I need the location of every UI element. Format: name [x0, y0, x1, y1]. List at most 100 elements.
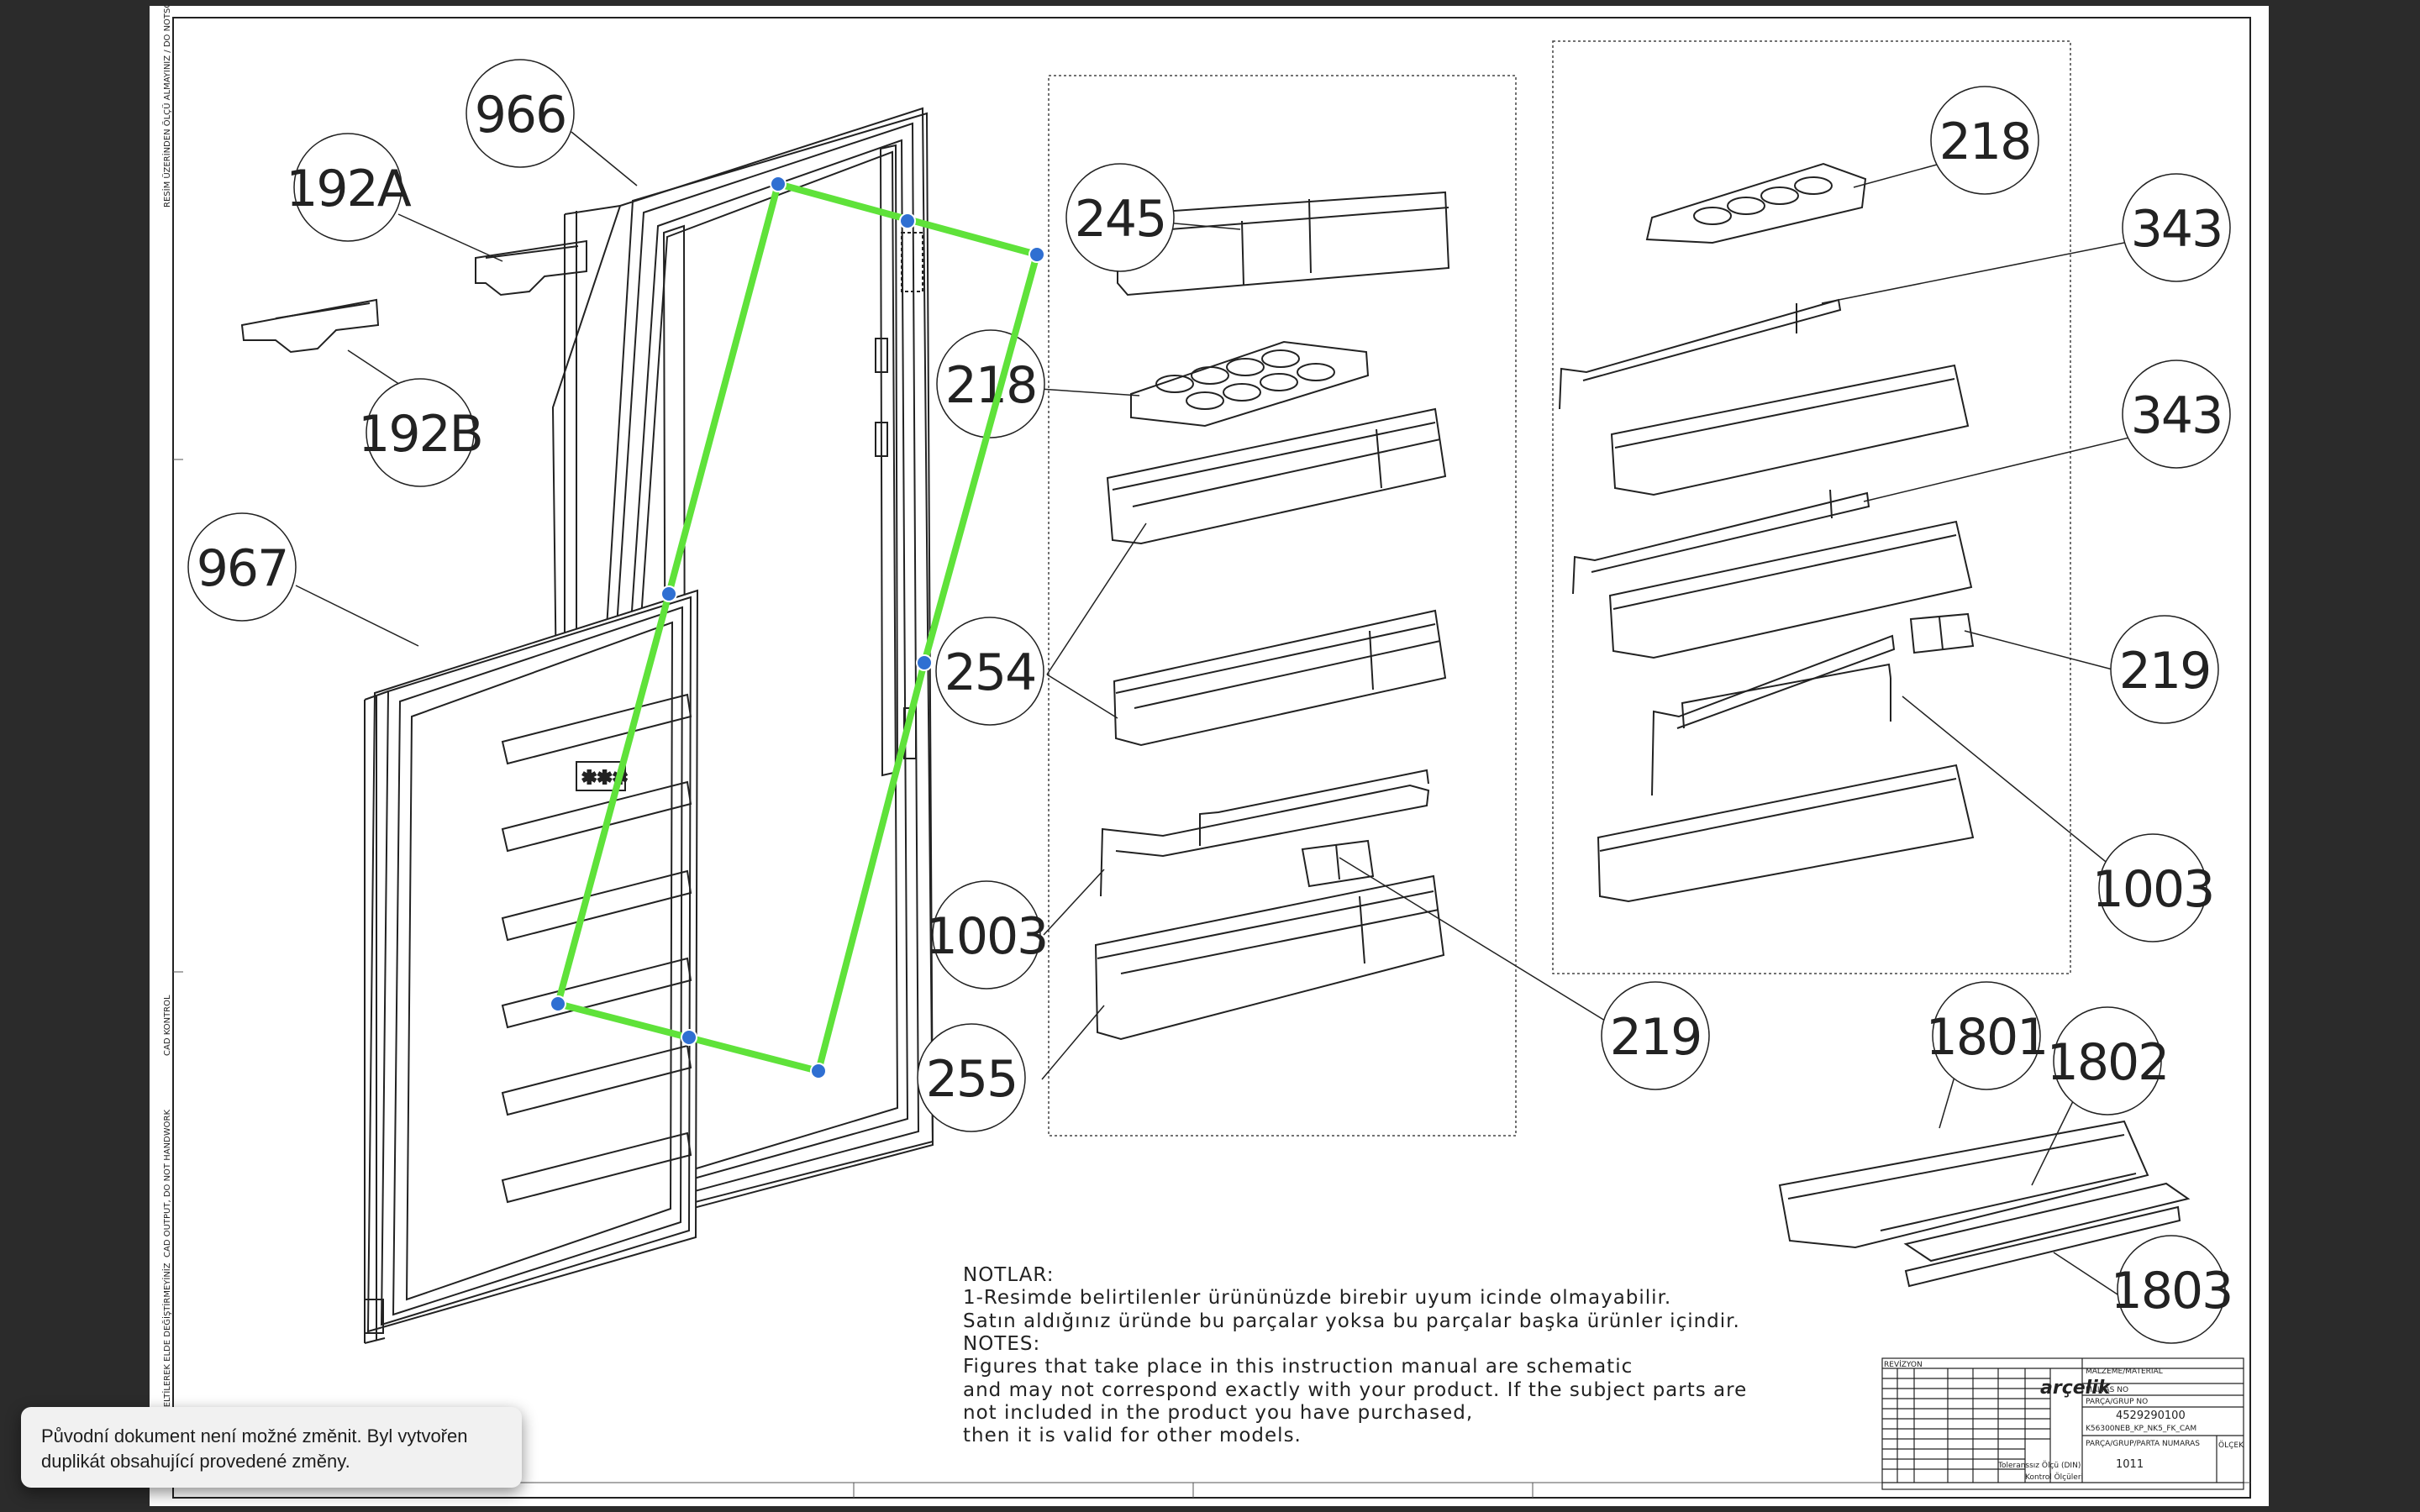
svg-text:245: 245: [1075, 190, 1166, 249]
svg-text:966: 966: [475, 86, 566, 144]
door-shelf-group-right: [1552, 40, 2071, 974]
callout-219-left: 219: [1601, 981, 1710, 1090]
callout-218-left: 218: [936, 329, 1045, 438]
callout-219-right: 219: [2110, 615, 2219, 724]
notes-block: NOTLAR: 1-Resimde belirtilenler ürününüz…: [963, 1264, 1747, 1446]
callout-218-right: 218: [1930, 86, 2039, 195]
rail-343-upper-part: [1559, 298, 1842, 410]
selection-handle[interactable]: [681, 1029, 697, 1046]
callout-1803: 1803: [2111, 1235, 2233, 1344]
toast-line-2: duplikát obsahující provedené změny.: [41, 1451, 350, 1472]
callout-1003-right: 1003: [2092, 833, 2215, 942]
bottle-rail-1003-right-part: [1651, 634, 1896, 796]
selection-handle[interactable]: [550, 995, 566, 1012]
control-label: Kontrol Ölçüleri: [2025, 1473, 2083, 1482]
technical-drawing: RESİM ÜZERİNDEN ÖLÇÜ ALMAYINIZ / DO NOTS…: [161, 6, 2251, 1499]
material-label: MALZEME/MATERIAL: [2086, 1368, 2163, 1376]
glass-cover-1802-part: [1903, 1182, 2191, 1263]
part-number: 4529290100: [2116, 1410, 2186, 1422]
svg-text:255: 255: [926, 1050, 1018, 1109]
bottle-rail-1003-left-part: [1100, 769, 1430, 897]
edge-text-bottom: DÜZELTİLEREK ELDE DEĞİŞTİRMEYİNİZ: [161, 1263, 172, 1425]
brand-logo: arçelik: [2040, 1378, 2112, 1399]
notes-line: NOTLAR:: [963, 1264, 1054, 1286]
toast-line-1: Původní dokument není možné změnit. Byl …: [41, 1425, 468, 1446]
shelf-right-3-part: [1597, 764, 1975, 903]
rail-343-lower-part: [1572, 489, 1870, 595]
egg-tray-218-right-part: [1645, 162, 1867, 244]
crisper-1801-part: [1778, 1120, 2149, 1249]
notes-line: 1-Resimde belirtilenler ürününüzde bireb…: [963, 1287, 1671, 1309]
toast-notification: Původní dokument není možné změnit. Byl …: [21, 1407, 522, 1488]
part-name-label: PARÇA/GRUP/PARTA NUMARAS: [2086, 1440, 2200, 1448]
selection-handle[interactable]: [899, 213, 916, 229]
callout-967: 967: [187, 512, 297, 622]
selection-handle[interactable]: [660, 585, 677, 602]
bracket-192a-part: [475, 239, 587, 297]
notes-line: Satın aldığınız üründe bu parçalar yoksa…: [963, 1310, 1740, 1332]
edge-text-lower: CAD OUTPUT, DO NOT HANDWORK: [163, 1110, 172, 1257]
svg-text:218: 218: [1939, 113, 2031, 171]
selection-shape[interactable]: [550, 176, 1045, 1079]
callout-1003-left: 1003: [926, 880, 1049, 990]
notes-line: Figures that take place in this instruct…: [963, 1356, 1633, 1378]
bracket-192b-part: [240, 298, 380, 354]
callout-1801: 1801: [1926, 981, 2049, 1090]
selection-handle[interactable]: [1028, 246, 1045, 263]
selection-handle[interactable]: [770, 176, 786, 192]
svg-text:218: 218: [945, 356, 1037, 415]
freezer-door-ribs: [501, 693, 692, 1204]
freezer-door-part: ✱✱✱: [364, 589, 699, 1344]
svg-text:967: 967: [197, 539, 288, 598]
bottle-stop-219-left-part: [1301, 839, 1375, 888]
model-name: K56300NEB_KP_NK5_FK_CAM: [2086, 1425, 2196, 1433]
mass-label: MALTAS NO: [2086, 1386, 2128, 1394]
svg-text:192B: 192B: [358, 405, 482, 464]
callout-343-upper: 343: [2122, 173, 2231, 282]
svg-text:219: 219: [1610, 1008, 1702, 1067]
edge-text-top: RESİM ÜZERİNDEN ÖLÇÜ ALMAYINIZ / DO NOTS…: [161, 6, 172, 207]
tolerance-label: Toleranssız Ölçü (DIN): [1997, 1461, 2081, 1470]
notes-line: not included in the product you have pur…: [963, 1402, 1473, 1424]
callout-192a: 192A: [286, 133, 413, 242]
svg-text:1801: 1801: [1926, 1008, 2048, 1067]
callout-255: 255: [917, 1023, 1026, 1132]
drawing-sheet: RESİM ÜZERİNDEN ÖLÇÜ ALMAYINIZ / DO NOTS…: [150, 6, 2269, 1506]
shelf-255-part: [1094, 874, 1445, 1041]
shelf-254-lower-part: [1113, 609, 1447, 747]
callout-245: 245: [1065, 163, 1175, 272]
svg-text:1802: 1802: [2047, 1033, 2169, 1092]
edge-text-middle: CAD KONTROL: [163, 995, 172, 1056]
part-group-label: PARÇA/GRUP NO: [2086, 1398, 2148, 1406]
strip-1803-part: [1904, 1205, 2181, 1288]
svg-text:1003: 1003: [2092, 860, 2214, 919]
callout-192b: 192B: [358, 378, 484, 487]
revision-label: REVİZYON: [1884, 1360, 1923, 1369]
door-shelf-group-left: [1048, 75, 1517, 1137]
title-block: [1881, 1357, 2244, 1490]
notes-line: then it is valid for other models.: [963, 1425, 1302, 1446]
callout-254: 254: [935, 617, 1044, 726]
callout-1802: 1802: [2047, 1006, 2170, 1116]
sheet-code: 1011: [2116, 1458, 2144, 1471]
drawing-frame: [172, 17, 2251, 1499]
notes-line: and may not correspond exactly with your…: [963, 1379, 1747, 1401]
egg-tray-part: [1130, 340, 1370, 428]
svg-text:343: 343: [2131, 200, 2223, 259]
svg-text:1003: 1003: [926, 907, 1048, 966]
callout-343-lower: 343: [2122, 360, 2231, 469]
svg-text:254: 254: [944, 643, 1036, 702]
leader-lines: [295, 131, 2137, 1295]
bottle-stop-219-right-part: [1909, 612, 1975, 654]
svg-text:192A: 192A: [286, 160, 412, 218]
svg-text:343: 343: [2131, 386, 2223, 445]
selection-handle[interactable]: [916, 654, 933, 671]
shelf-right-2-part: [1608, 520, 1973, 659]
svg-text:219: 219: [2119, 642, 2211, 701]
selection-handle[interactable]: [810, 1063, 827, 1079]
callout-966: 966: [466, 59, 575, 168]
notes-line: NOTES:: [963, 1333, 1040, 1355]
scale-label: ÖLÇEK: [2218, 1441, 2244, 1450]
svg-text:1803: 1803: [2111, 1262, 2233, 1320]
shelf-254-upper-part: [1106, 407, 1447, 545]
